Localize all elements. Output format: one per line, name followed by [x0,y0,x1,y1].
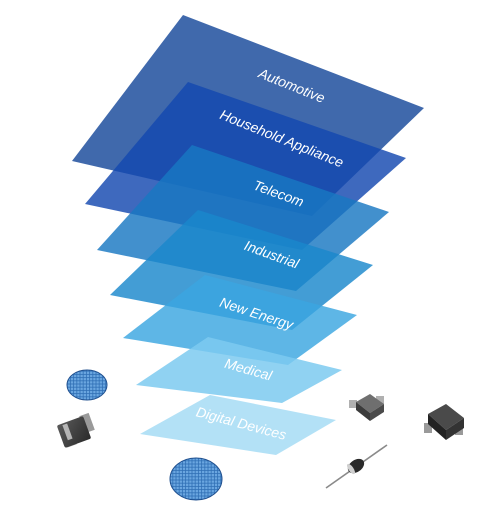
layer-plate [136,337,342,403]
smd-diode-icon [57,412,95,448]
axial-diode-icon [325,444,388,489]
layer-plate [123,275,357,365]
layer-plate [140,395,336,455]
layer-medical: Medical [136,337,342,403]
smd-chip-icon [349,394,384,421]
layer-new-energy: New Energy [123,275,357,365]
silicon-wafer-icon [66,369,108,401]
silicon-wafer-icon [169,457,223,501]
layer-digital-devices: Digital Devices [140,395,336,455]
smd-package-icon [424,404,464,440]
